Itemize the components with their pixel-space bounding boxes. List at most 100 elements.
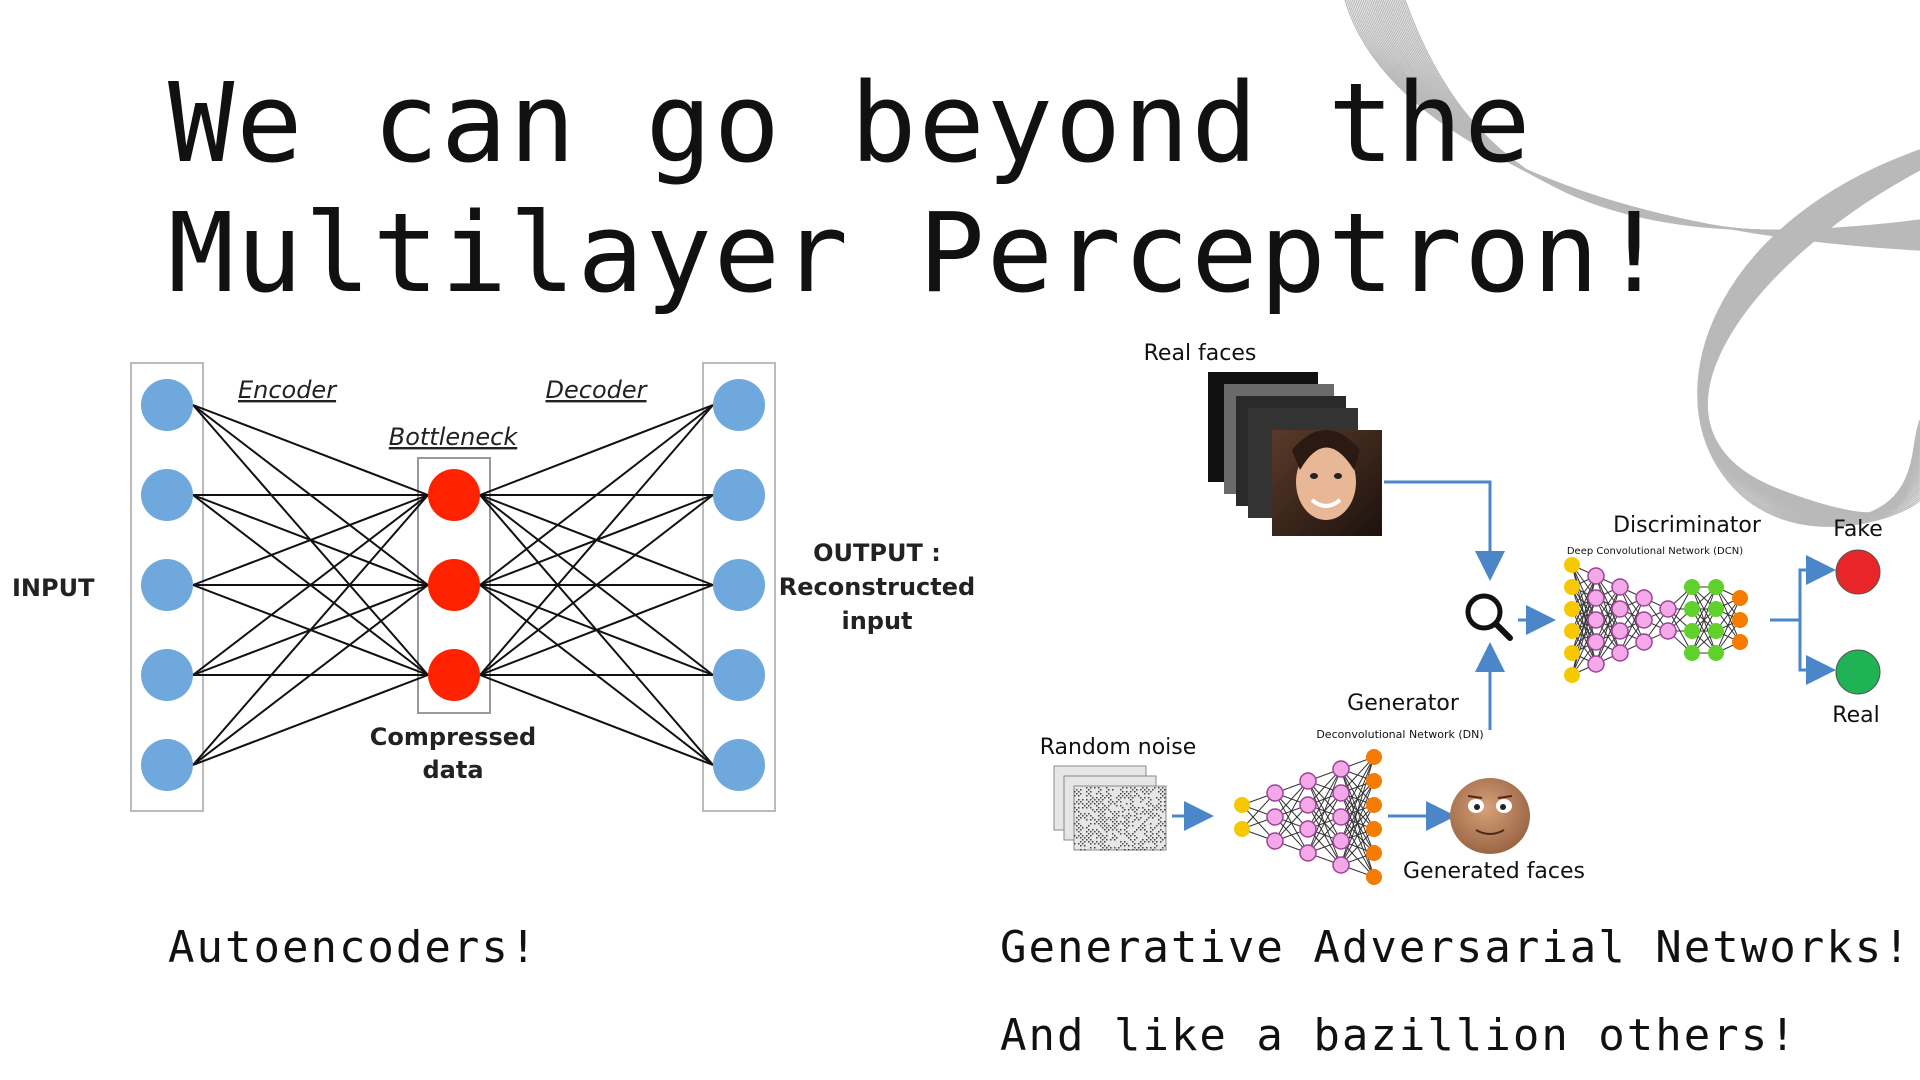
noise-speck bbox=[1146, 811, 1148, 813]
noise-speck bbox=[1122, 787, 1124, 789]
network-node bbox=[1708, 579, 1724, 595]
encoder-connection bbox=[192, 494, 429, 586]
noise-speck bbox=[1154, 787, 1156, 789]
network-connection bbox=[1340, 756, 1375, 842]
network-connection bbox=[1307, 768, 1342, 830]
encoder-label: Encoder bbox=[238, 376, 338, 404]
noise-speck bbox=[1164, 801, 1166, 803]
noise-speck bbox=[1148, 837, 1150, 839]
noise-speck bbox=[1140, 845, 1142, 847]
noise-speck bbox=[1090, 819, 1092, 821]
noise-speck bbox=[1150, 831, 1152, 833]
noise-speck bbox=[1102, 839, 1104, 841]
noise-speck bbox=[1096, 837, 1098, 839]
network-node bbox=[1332, 808, 1350, 826]
noise-speck bbox=[1164, 821, 1166, 823]
noise-speck bbox=[1104, 845, 1106, 847]
noise-speck bbox=[1142, 787, 1144, 789]
network-node bbox=[1708, 601, 1724, 617]
noise-speck bbox=[1090, 839, 1092, 841]
noise-speck bbox=[1108, 809, 1110, 811]
network-connection bbox=[1274, 780, 1309, 842]
noise-speck bbox=[1136, 813, 1138, 815]
network-connection bbox=[1340, 780, 1375, 866]
noise-speck bbox=[1080, 789, 1082, 791]
network-node bbox=[1659, 600, 1677, 618]
noise-speck bbox=[1124, 809, 1126, 811]
noise-speck bbox=[1076, 809, 1078, 811]
noise-speck bbox=[1132, 801, 1134, 803]
noise-speck bbox=[1092, 809, 1094, 811]
noise-speck bbox=[1162, 791, 1164, 793]
noise-speck bbox=[1098, 799, 1100, 801]
noise-speck bbox=[1076, 829, 1078, 831]
network-connection bbox=[1595, 586, 1621, 643]
noise-speck bbox=[1116, 817, 1118, 819]
noise-speck bbox=[1138, 795, 1140, 797]
noise-speck bbox=[1160, 797, 1162, 799]
noise-speck bbox=[1124, 845, 1126, 847]
noise-speck bbox=[1098, 811, 1100, 813]
noise-speck bbox=[1094, 787, 1096, 789]
noise-speck bbox=[1146, 787, 1148, 789]
noise-speck bbox=[1120, 841, 1122, 843]
noise-speck bbox=[1128, 849, 1130, 851]
noise-speck bbox=[1106, 839, 1108, 841]
noise-speck bbox=[1096, 829, 1098, 831]
noise-speck bbox=[1160, 805, 1162, 807]
input-node bbox=[141, 379, 193, 431]
output-layer-box bbox=[702, 362, 776, 812]
noise-speck bbox=[1116, 849, 1118, 851]
noise-speck bbox=[1084, 837, 1086, 839]
noise-speck bbox=[1124, 793, 1126, 795]
noise-speck bbox=[1152, 849, 1154, 851]
noise-speck bbox=[1092, 797, 1094, 799]
noise-speck bbox=[1090, 831, 1092, 833]
noise-speck bbox=[1106, 827, 1108, 829]
noise-speck bbox=[1074, 795, 1076, 797]
noise-speck bbox=[1124, 829, 1126, 831]
title-line-2: Multilayer Perceptron! bbox=[168, 189, 1669, 317]
noise-speck bbox=[1160, 801, 1162, 803]
noise-speck bbox=[1158, 835, 1160, 837]
noise-speck bbox=[1148, 797, 1150, 799]
noise-speck bbox=[1164, 797, 1166, 799]
noise-speck bbox=[1134, 795, 1136, 797]
noise-speck bbox=[1094, 811, 1096, 813]
noise-speck bbox=[1110, 827, 1112, 829]
random-noise-label: Random noise bbox=[1040, 735, 1197, 760]
noise-speck bbox=[1146, 803, 1148, 805]
noise-speck bbox=[1122, 823, 1124, 825]
noise-speck bbox=[1158, 807, 1160, 809]
noise-speck bbox=[1154, 843, 1156, 845]
noise-speck bbox=[1142, 839, 1144, 841]
noise-speck bbox=[1152, 805, 1154, 807]
noise-speck bbox=[1098, 815, 1100, 817]
network-connection bbox=[1595, 608, 1621, 665]
noise-speck bbox=[1148, 813, 1150, 815]
decoder-connection bbox=[479, 404, 714, 496]
noise-speck bbox=[1146, 847, 1148, 849]
noise-speck bbox=[1160, 849, 1162, 851]
noise-speck bbox=[1098, 807, 1100, 809]
noise-speck bbox=[1104, 809, 1106, 811]
noise-speck bbox=[1156, 841, 1158, 843]
noise-speck bbox=[1096, 797, 1098, 799]
noise-speck bbox=[1116, 829, 1118, 831]
real-label: Real bbox=[1832, 703, 1879, 728]
noise-speck bbox=[1114, 803, 1116, 805]
noise-speck bbox=[1122, 791, 1124, 793]
noise-speck bbox=[1154, 847, 1156, 849]
noise-speck bbox=[1138, 847, 1140, 849]
noise-speck bbox=[1124, 797, 1126, 799]
network-node bbox=[1564, 667, 1580, 683]
noise-speck bbox=[1134, 791, 1136, 793]
noise-speck bbox=[1160, 829, 1162, 831]
noise-speck bbox=[1138, 807, 1140, 809]
discriminator-network bbox=[1564, 557, 1748, 683]
decoder-connection bbox=[479, 494, 714, 676]
noise-speck bbox=[1116, 825, 1118, 827]
noise-speck bbox=[1130, 787, 1132, 789]
noise-speck bbox=[1114, 823, 1116, 825]
noise-speck bbox=[1082, 835, 1084, 837]
